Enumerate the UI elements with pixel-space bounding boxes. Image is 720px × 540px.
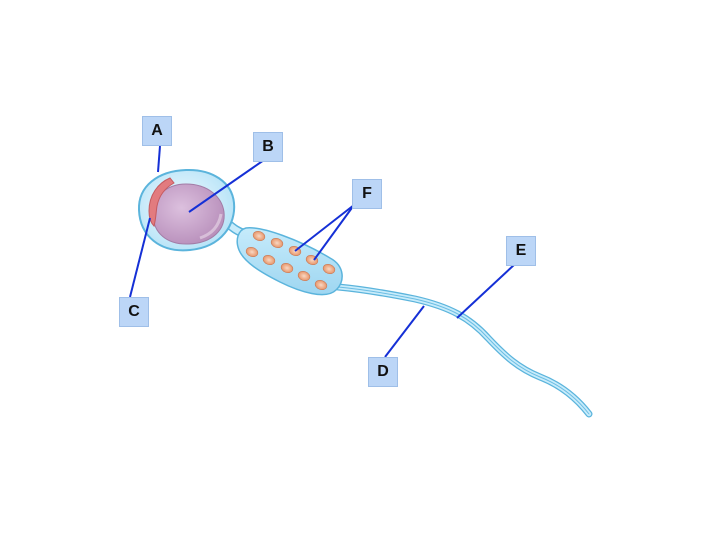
label-a: A — [142, 116, 172, 146]
label-c: C — [119, 297, 149, 327]
mitochondrion — [245, 246, 259, 258]
leader-line-c — [129, 217, 151, 298]
tail-flagellum — [334, 283, 593, 418]
leader-line-b — [188, 159, 265, 213]
mitochondrion — [252, 230, 266, 242]
leader-lines — [129, 145, 516, 358]
mitochondrion — [270, 237, 284, 249]
mitochondrion — [262, 254, 276, 266]
mitochondrion — [314, 279, 328, 291]
leader-line-f2 — [313, 204, 355, 261]
nucleus — [152, 183, 225, 245]
label-d: D — [368, 357, 398, 387]
leader-line-f1 — [294, 204, 355, 252]
mitochondrion — [322, 263, 336, 275]
label-e: E — [506, 236, 536, 266]
leader-line-d — [384, 305, 425, 358]
leader-line-e — [456, 263, 516, 319]
leader-line-a — [157, 145, 161, 173]
acrosome — [148, 177, 175, 227]
midpiece — [236, 227, 343, 296]
label-f: F — [352, 179, 382, 209]
label-b: B — [253, 132, 283, 162]
mitochondrion — [297, 270, 311, 282]
mitochondrion — [280, 262, 294, 274]
